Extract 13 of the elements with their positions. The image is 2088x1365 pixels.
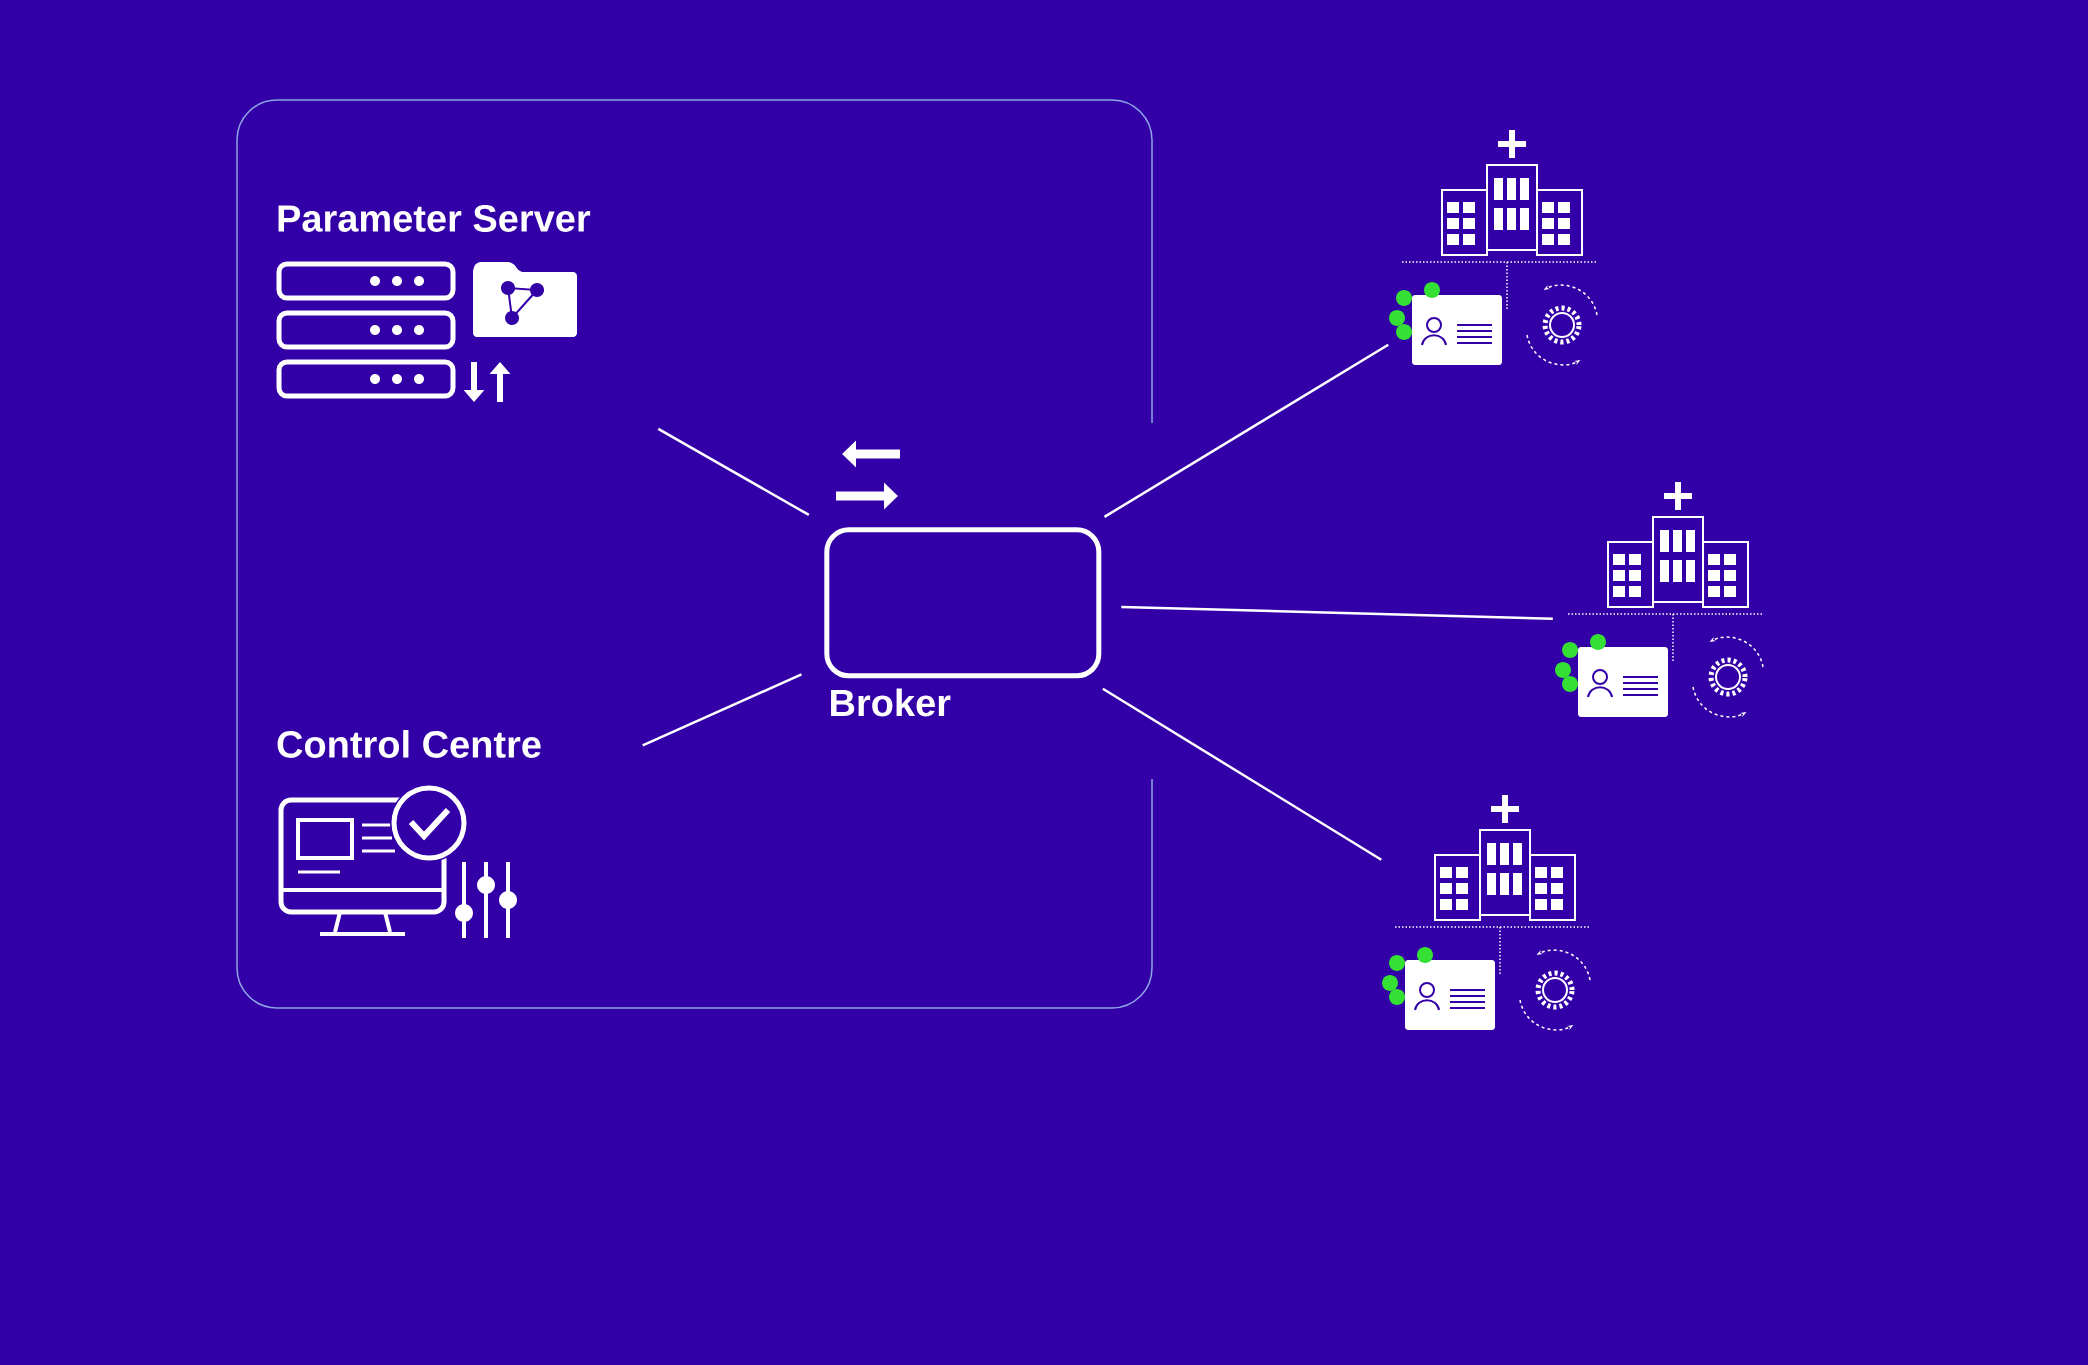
connector-line: [642, 673, 802, 747]
hospital-drawing: [1389, 127, 1598, 366]
connector-line: [1102, 687, 1382, 861]
connector-line: [1103, 343, 1389, 518]
node-label: Broker: [831, 688, 951, 717]
hospital-drawing: [1382, 792, 1591, 1031]
hospital-drawing: [1555, 479, 1764, 718]
monitor-icon-with-title: Control Centre: [277, 730, 541, 938]
group-frame: [236, 99, 1153, 1009]
server-icon-with-title: Parameter Server: [276, 205, 591, 402]
connector-line: [1121, 605, 1553, 620]
broker-box: Broker: [824, 527, 1102, 717]
connector-line: [657, 427, 810, 516]
